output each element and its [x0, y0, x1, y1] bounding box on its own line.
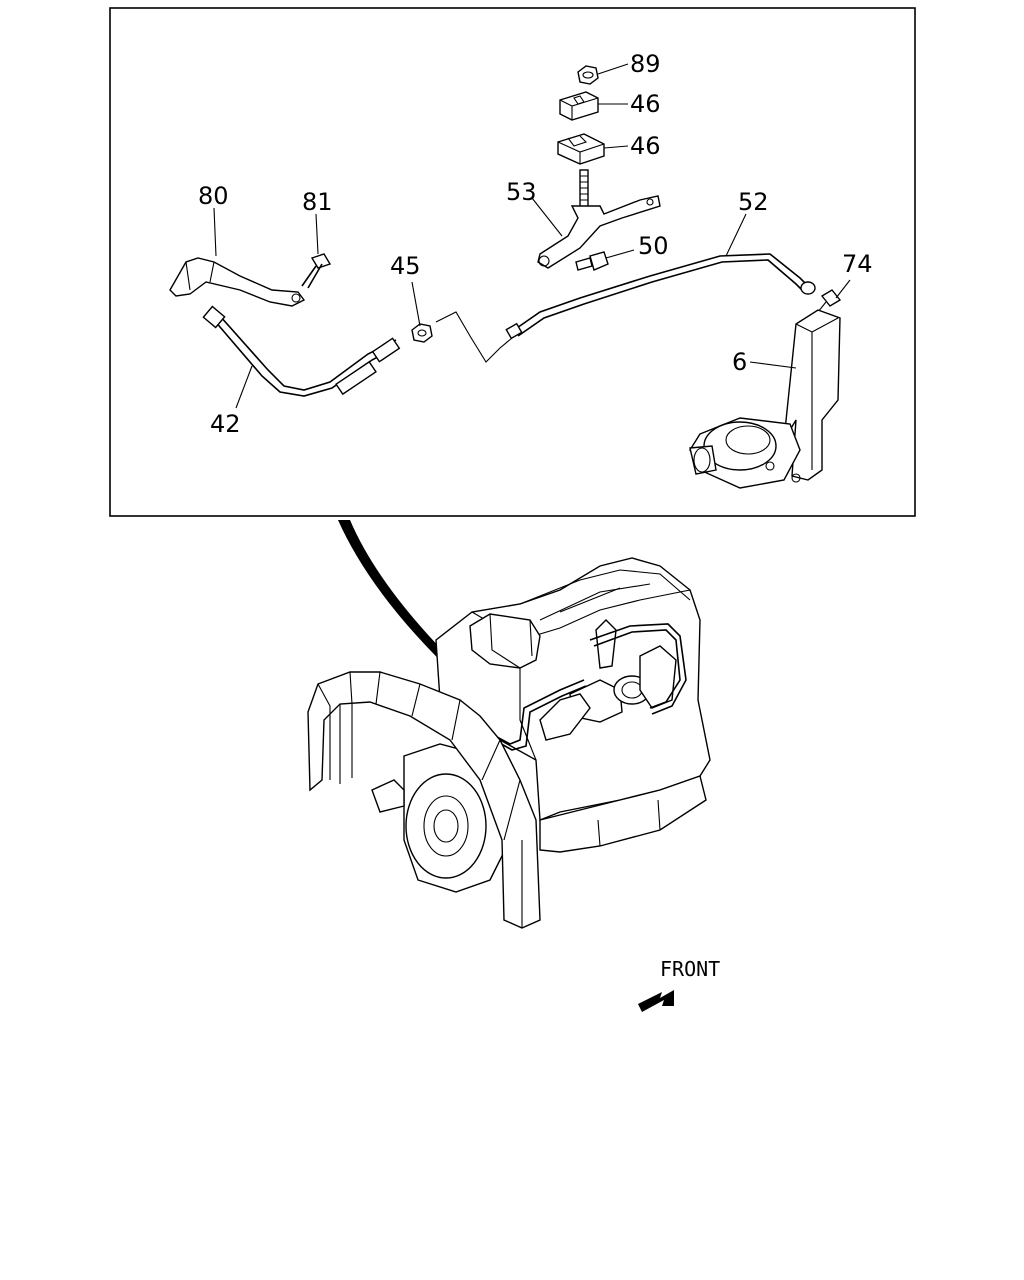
callout-81: 81	[302, 188, 333, 216]
front-label: FRONT	[660, 957, 720, 981]
callout-46-lower: 46	[630, 132, 661, 160]
engine-assembly	[307, 557, 711, 929]
detail-frame	[109, 7, 916, 517]
part-89-nut	[577, 65, 599, 85]
part-45-nut	[411, 323, 433, 343]
part-80-bracket	[169, 257, 306, 307]
leader-lines	[213, 63, 851, 409]
callout-45: 45	[390, 252, 421, 280]
part-46-clamp-lower	[557, 133, 605, 165]
part-53-bracket	[537, 169, 661, 269]
callout-50: 50	[638, 232, 669, 260]
front-arrow-icon	[638, 990, 674, 1012]
detail-pointer	[338, 520, 462, 676]
part-50-bolt	[575, 251, 609, 271]
callout-52: 52	[738, 188, 769, 216]
callout-53: 53	[506, 178, 537, 206]
callout-89: 89	[630, 50, 661, 78]
callout-46-upper: 46	[630, 90, 661, 118]
part-81-bolt	[301, 253, 332, 289]
callout-6: 6	[732, 348, 747, 376]
part-46-clamp-upper	[559, 91, 599, 121]
part-6-housing	[689, 309, 841, 489]
callout-80: 80	[198, 182, 229, 210]
pipe-break-line	[435, 311, 513, 363]
part-42-pipe	[202, 305, 401, 397]
callout-74: 74	[842, 250, 873, 278]
part-52-pipe	[505, 253, 816, 340]
part-74-fitting	[817, 289, 842, 313]
callout-42: 42	[210, 410, 241, 438]
